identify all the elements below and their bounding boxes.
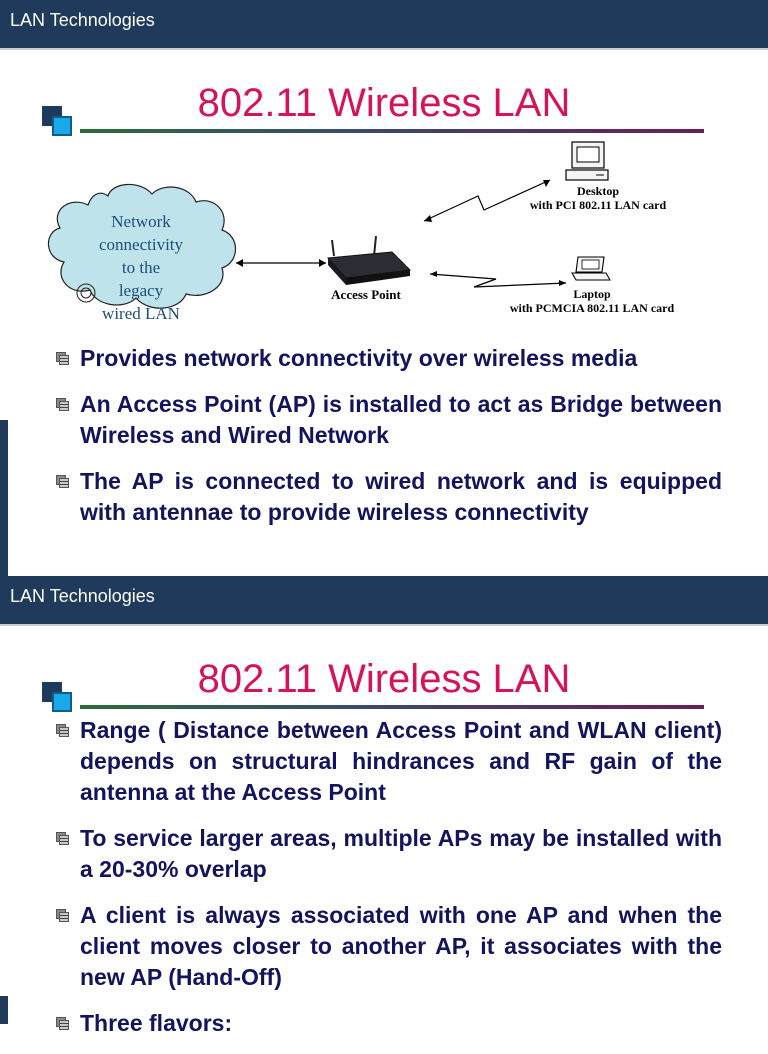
access-point-label: Access Point	[331, 287, 401, 302]
wired-link-icon	[236, 259, 326, 267]
cloud-label-line: legacy	[118, 281, 164, 300]
header-title: LAN Technologies	[10, 10, 155, 30]
slide-title: 802.11 Wireless LAN	[197, 657, 571, 701]
slide-title: 802.11 Wireless LAN	[197, 81, 571, 125]
list-item: Range ( Distance between Access Point an…	[56, 715, 722, 808]
bullet-text: Three flavors:	[80, 1010, 233, 1036]
cloud-label-line: to the	[121, 258, 161, 277]
list-item: Provides network connectivity over wirel…	[56, 343, 722, 374]
bullet-text: An Access Point (AP) is installed to act…	[80, 391, 722, 448]
header-title: LAN Technologies	[10, 586, 155, 606]
bullet-text: To service larger areas, multiple APs ma…	[80, 825, 722, 882]
list-item: To service larger areas, multiple APs ma…	[56, 823, 722, 885]
bullet-text: A client is always associated with one A…	[80, 902, 722, 990]
left-accent-bar	[0, 996, 8, 1024]
left-accent-bar	[0, 420, 8, 576]
slide-header: LAN Technologies	[0, 0, 768, 48]
bullet-text: Provides network connectivity over wirel…	[80, 345, 638, 371]
desktop-label: Desktop with PCI 802.11 LAN card	[508, 184, 688, 212]
access-point-icon	[326, 235, 412, 285]
wireless-link-desktop-icon	[423, 179, 551, 222]
slide-logo-icon	[42, 682, 76, 716]
bullet-list: Range ( Distance between Access Point an…	[56, 715, 722, 1054]
bullet-list: Provides network connectivity over wirel…	[56, 343, 722, 543]
cloud-label-line: connectivity	[98, 235, 184, 254]
title-underline	[80, 129, 704, 133]
bullet-icon	[56, 909, 70, 923]
laptop-label-line: with PCMCIA 802.11 LAN card	[509, 301, 675, 315]
header-separator	[0, 48, 768, 50]
bullet-icon	[56, 1017, 70, 1031]
list-item: A client is always associated with one A…	[56, 900, 722, 993]
list-item: An Access Point (AP) is installed to act…	[56, 389, 722, 451]
cloud-icon	[47, 183, 237, 309]
wireless-link-laptop-icon	[429, 271, 567, 288]
cloud-label-line: wired LAN	[102, 304, 180, 323]
bullet-icon	[56, 352, 70, 366]
list-item: The AP is connected to wired network and…	[56, 466, 722, 528]
title-underline	[80, 705, 704, 709]
bullet-icon	[56, 832, 70, 846]
header-separator	[0, 624, 768, 626]
slide-logo-icon	[42, 106, 76, 140]
cloud-label: Network connectivity to the legacy wired…	[76, 210, 206, 325]
cloud-label-line: Network	[111, 212, 171, 231]
bullet-icon	[56, 398, 70, 412]
desktop-label-line: Desktop	[576, 184, 619, 198]
bullet-icon	[56, 475, 70, 489]
laptop-icon	[571, 256, 611, 281]
desktop-label-line: with PCI 802.11 LAN card	[529, 198, 667, 212]
laptop-label: Laptop with PCMCIA 802.11 LAN card	[492, 287, 692, 315]
laptop-label-line: Laptop	[573, 287, 611, 301]
bullet-icon	[56, 724, 70, 738]
desktop-computer-icon	[565, 141, 609, 181]
bullet-text: Range ( Distance between Access Point an…	[80, 717, 722, 805]
network-diagram	[47, 141, 611, 309]
bullet-text: The AP is connected to wired network and…	[80, 468, 722, 525]
slide-header: LAN Technologies	[0, 576, 768, 624]
